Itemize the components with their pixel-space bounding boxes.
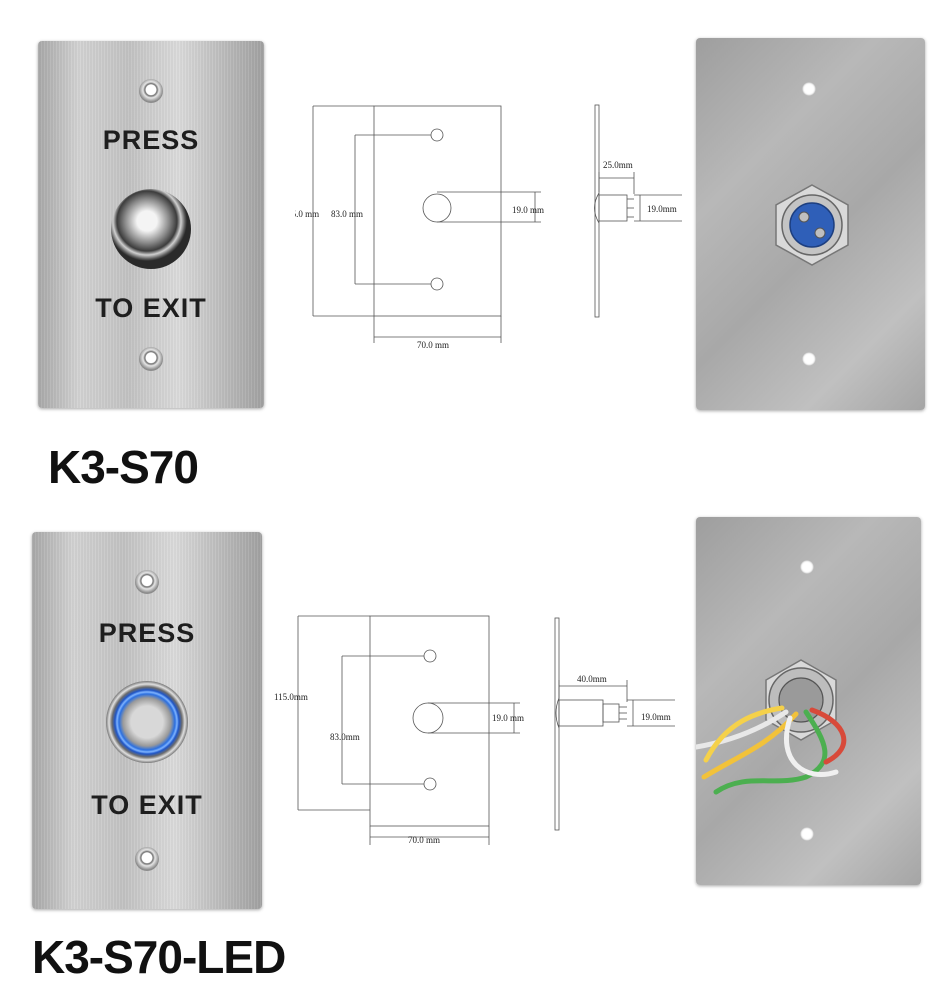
front-dimension-drawing-standard: 115.0 mm 83.0 mm 19.0 mm 70.0 mm [295, 105, 544, 350]
model-name-standard: K3-S70 [48, 441, 199, 493]
width-dimension: 70.0 mm [408, 835, 440, 845]
top-mount-hole [800, 560, 814, 574]
front-dimension-drawing-led: 115.0mm 83.0mm 19.0 mm 70.0 mm [274, 615, 524, 845]
button-diameter-dimension: 19.0 mm [512, 205, 544, 215]
back-plate-led [696, 517, 921, 885]
model-name-led: K3-S70-LED [32, 931, 286, 983]
press-label: PRESS [98, 618, 196, 648]
height-dimension: 115.0mm [274, 692, 308, 702]
depth-dimension: 25.0mm [603, 160, 633, 170]
led-exit-push-button[interactable] [106, 681, 188, 763]
bottom-mount-hole [800, 827, 814, 841]
side-dimension-drawing-standard: 25.0mm 19.0mm [594, 104, 682, 318]
depth-dimension: 40.0mm [577, 674, 607, 684]
back-button-nut [775, 184, 849, 266]
top-screw [135, 570, 159, 594]
bottom-mount-hole [802, 352, 816, 366]
bottom-screw [139, 347, 163, 371]
side-dimension-drawing-led: 40.0mm 19.0mm [554, 617, 675, 831]
side-button-diameter: 19.0mm [647, 204, 677, 214]
width-dimension: 70.0 mm [417, 340, 449, 350]
hole-spacing-dimension: 83.0 mm [331, 209, 363, 219]
top-mount-hole [802, 82, 816, 96]
height-dimension: 115.0 mm [295, 209, 319, 219]
top-screw [139, 79, 163, 103]
to-exit-label: TO EXIT [95, 293, 207, 323]
front-plate-standard: PRESS TO EXIT [38, 41, 264, 408]
back-led-button-wires [696, 659, 847, 795]
press-label: PRESS [102, 125, 200, 155]
side-button-diameter: 19.0mm [641, 712, 671, 722]
button-diameter-dimension: 19.0 mm [492, 713, 524, 723]
to-exit-label: TO EXIT [91, 790, 203, 820]
bottom-screw [135, 847, 159, 871]
hole-spacing-dimension: 83.0mm [330, 732, 360, 742]
front-plate-led: PRESS TO EXIT [32, 532, 262, 909]
back-plate-standard [696, 38, 925, 410]
exit-push-button[interactable] [111, 189, 191, 269]
